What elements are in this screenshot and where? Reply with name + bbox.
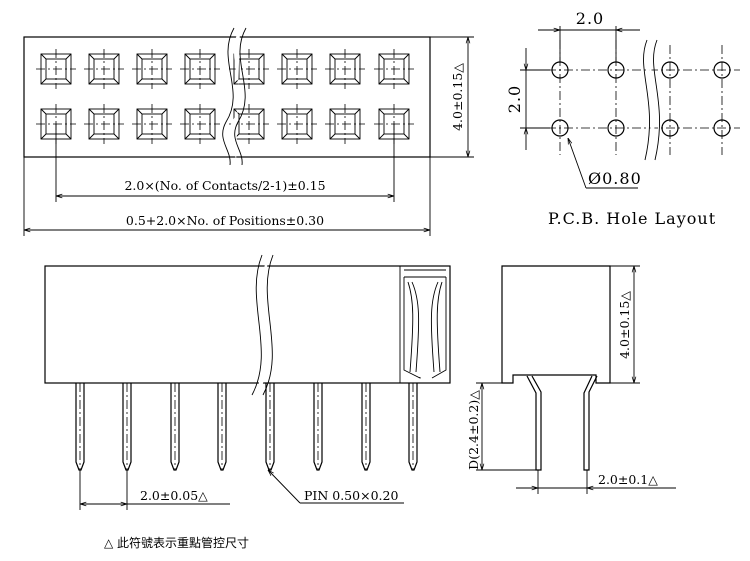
pin: [217, 383, 227, 471]
break-mask: [258, 255, 268, 395]
side-pin-pitch-label: 2.0±0.1△: [598, 472, 658, 487]
pcb-hole-layout: 2.0 2.0 Ø0.80 P.C.B. Hole Layout: [505, 9, 740, 228]
pin: [122, 383, 132, 471]
break-line: [222, 27, 235, 166]
leader-line: [568, 138, 587, 189]
front-pin-size-label: PIN 0.50×0.20: [304, 488, 398, 503]
pin: [361, 383, 371, 471]
contact-cell: [84, 49, 124, 89]
contact-cell: [132, 104, 172, 144]
contact-cell: [84, 104, 124, 144]
critical-dimension-note: △ 此符號表示重點管控尺寸: [104, 535, 249, 550]
top-view-body: [23, 36, 431, 158]
top-view-contacts: [36, 49, 414, 144]
pcb-pitch-x-label: 2.0: [576, 9, 604, 28]
side-view-body: [501, 265, 611, 384]
pin: [170, 383, 180, 471]
pcb-hole: [661, 119, 679, 137]
front-pin-pitch-label: 2.0±0.05△: [140, 488, 208, 503]
contact-cell: [180, 104, 220, 144]
contact-cell: [325, 49, 365, 89]
break-line: [234, 27, 247, 166]
pin: [408, 383, 418, 471]
pcb-hole: [607, 119, 625, 137]
end-contact-detail: [399, 266, 447, 383]
pin: [265, 383, 275, 471]
pcb-hole: [551, 119, 569, 137]
contact-cell: [229, 49, 269, 89]
break-line: [653, 39, 660, 161]
side-view: 4.0±0.15△ D(2.4±0.2)△ 2.0±0.1△: [466, 265, 676, 494]
top-height-label: 4.0±0.15△: [450, 63, 465, 131]
front-view: 2.0±0.05△ PIN 0.50×0.20: [44, 254, 451, 510]
leader-line: [268, 470, 301, 504]
front-view-pins: [75, 383, 418, 471]
break-mask: [228, 28, 240, 165]
contact-cell: [180, 49, 220, 89]
break-mask: [648, 40, 655, 160]
pcb-hole: [713, 61, 731, 79]
break-line: [251, 254, 263, 396]
pcb-title: P.C.B. Hole Layout: [548, 209, 716, 228]
top-length-label: 0.5+2.0×No. of Positions±0.30: [126, 213, 324, 228]
pin: [75, 383, 85, 471]
contact-cell: [277, 104, 317, 144]
break-line: [643, 39, 650, 161]
contact-cell: [374, 49, 414, 89]
pcb-hole: [661, 61, 679, 79]
pin: [313, 383, 323, 471]
contact-cell: [277, 49, 317, 89]
pcb-hole-label: Ø0.80: [588, 169, 642, 188]
top-view: 2.0×(No. of Contacts/2-1)±0.15 0.5+2.0×N…: [23, 27, 474, 236]
top-pitch-label: 2.0×(No. of Contacts/2-1)±0.15: [124, 178, 325, 193]
side-height-label: 4.0±0.15△: [617, 291, 632, 359]
pcb-hole: [713, 119, 731, 137]
pcb-pitch-y-label: 2.0: [505, 85, 524, 113]
contact-cell: [325, 104, 365, 144]
front-view-body: [44, 265, 451, 384]
break-line: [262, 254, 274, 396]
contact-cell: [36, 49, 76, 89]
side-pin-length-label: D(2.4±0.2)△: [466, 390, 481, 470]
side-view-pin: [583, 375, 598, 471]
contact-cell: [132, 49, 172, 89]
side-view-pin: [526, 375, 542, 471]
pcb-holes: [551, 61, 731, 137]
